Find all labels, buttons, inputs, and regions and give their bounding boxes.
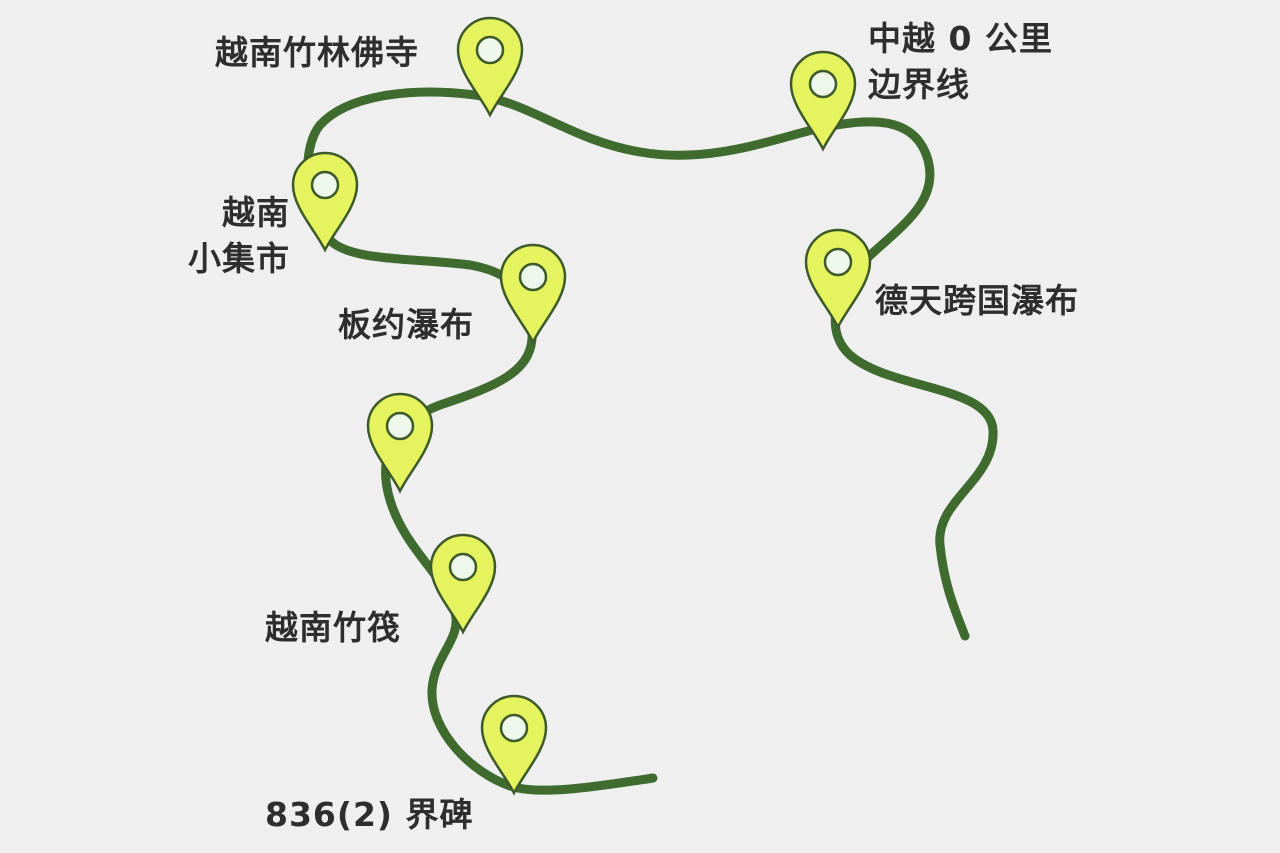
label-line1: 越南 [222,193,290,232]
label-detian-waterfall: 德天跨国瀑布 [875,281,1079,320]
map-pin-icon[interactable] [366,392,434,494]
map-pin-icon[interactable] [291,151,359,253]
label-boundary-marker: 836(2) 界碑 [265,795,474,834]
label-line2: 边界线 [868,65,970,104]
map-pin-icon[interactable] [804,228,872,330]
label-bamboo-raft: 越南竹筏 [265,608,401,647]
label-banyue-waterfall: 板约瀑布 [338,305,474,344]
map-pin-icon[interactable] [499,243,567,345]
label-line2: 小集市 [188,239,290,278]
label-vietnam-market: 越南 小集市 [180,190,290,282]
label-bamboo-forest-temple: 越南竹林佛寺 [215,33,419,72]
label-line1: 中越 0 公里 [868,19,1053,58]
map-pin-icon[interactable] [789,50,857,152]
map-pin-icon[interactable] [456,16,524,118]
label-zero-km-border: 中越 0 公里 边界线 [868,16,1053,108]
map-pin-icon[interactable] [429,533,497,635]
map-pin-icon[interactable] [480,694,548,796]
